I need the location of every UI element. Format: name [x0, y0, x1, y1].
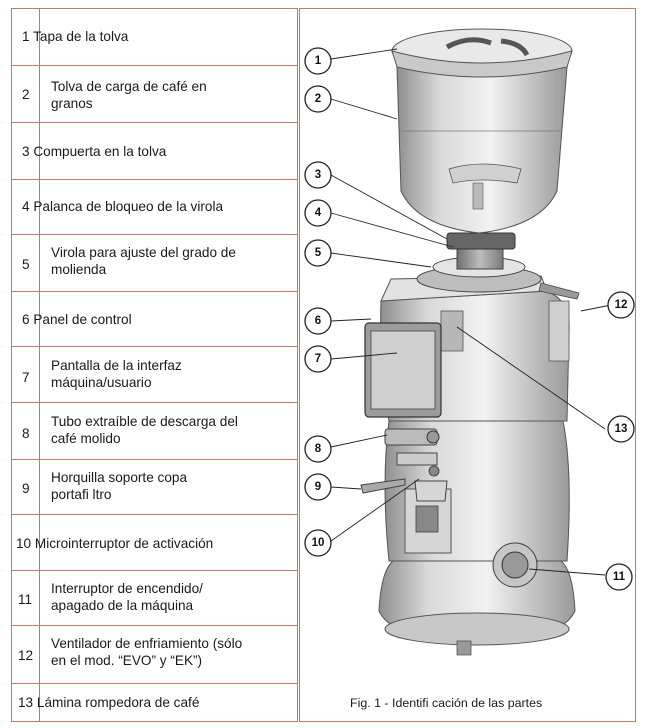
legend-row-9-number: 9	[22, 481, 30, 496]
legend-row-13: 13 Lámina rompedora de café	[12, 684, 297, 721]
legend-row-1-text: 1 Tapa de la tolva	[22, 29, 129, 44]
legend-row-10: 10 Microinterruptor de activación	[12, 515, 297, 571]
grinder-base	[378, 560, 576, 656]
hopper-lid	[391, 28, 573, 78]
svg-text:6: 6	[315, 315, 321, 327]
svg-text:11: 11	[613, 571, 626, 583]
legend-row-5-number: 5	[22, 257, 30, 272]
callout-2: 2	[304, 85, 332, 113]
figure-caption: Fig. 1 - Identifi cación de las partes	[350, 696, 543, 710]
callout-9: 9	[304, 473, 332, 501]
svg-text:13: 13	[615, 423, 628, 435]
legend-row-3: 3 Compuerta en la tolva	[12, 123, 297, 180]
leader-lines	[330, 48, 612, 576]
legend-row-4-text: 4 Palanca de bloqueo de la virola	[22, 199, 224, 214]
legend-row-7-number: 7	[22, 370, 30, 385]
callout-10: 10	[304, 529, 332, 557]
legend-row-3-text: 3 Compuerta en la tolva	[22, 144, 167, 159]
svg-text:8: 8	[315, 443, 322, 455]
legend-row-6-text: 6 Panel de control	[22, 312, 132, 327]
svg-text:7: 7	[315, 353, 321, 365]
legend-row-10-text: 10 Microinterruptor de activación	[16, 536, 214, 551]
svg-text:4: 4	[315, 207, 322, 219]
svg-text:9: 9	[315, 481, 321, 493]
callout-13: 13	[607, 415, 635, 443]
callout-5: 5	[304, 239, 332, 267]
callout-7: 7	[304, 345, 332, 373]
callout-3: 3	[304, 161, 332, 189]
control-display	[364, 322, 442, 418]
callout-1: 1	[304, 47, 332, 75]
legend-row-4: 4 Palanca de bloqueo de la virola	[12, 180, 297, 235]
power-knob	[492, 542, 538, 588]
callout-8: 8	[304, 435, 332, 463]
legend-row-6: 6 Panel de control	[12, 292, 297, 347]
callout-11: 11	[605, 563, 633, 591]
svg-text:3: 3	[315, 169, 321, 181]
callout-12: 12	[607, 291, 635, 319]
spout-and-fork	[360, 428, 448, 502]
parts-legend-table: 1 Tapa de la tolva 2 Tolva de carga de c…	[11, 8, 298, 722]
svg-text:1: 1	[315, 55, 322, 67]
legend-row-2-number: 2	[22, 87, 30, 102]
callout-4: 4	[304, 199, 332, 227]
svg-text:12: 12	[615, 299, 628, 311]
column-divider	[39, 9, 40, 721]
legend-row-1: 1 Tapa de la tolva	[12, 9, 297, 66]
legend-row-12-number: 12	[18, 648, 34, 663]
coffee-grinder-illustration: 1 2 3 4 5 6 7 8 9 10 11 12 13	[304, 28, 635, 656]
legend-row-13-text: 13 Lámina rompedora de café	[18, 695, 200, 710]
callout-6: 6	[304, 307, 332, 335]
legend-row-11-text: Interruptor de encendido/apagado de la m…	[51, 581, 203, 613]
legend-row-11: 11 Interruptor de encendido/apagado de l…	[12, 571, 297, 626]
svg-text:5: 5	[315, 247, 322, 259]
svg-text:2: 2	[315, 93, 321, 105]
figure-panel: 1 2 3 4 5 6 7 8 9 10 11 12 13	[299, 8, 636, 722]
legend-row-8-number: 8	[22, 426, 30, 441]
grind-collar	[416, 232, 580, 300]
legend-row-11-number: 11	[18, 592, 33, 607]
svg-text:10: 10	[312, 537, 325, 549]
bean-hopper	[396, 66, 568, 234]
